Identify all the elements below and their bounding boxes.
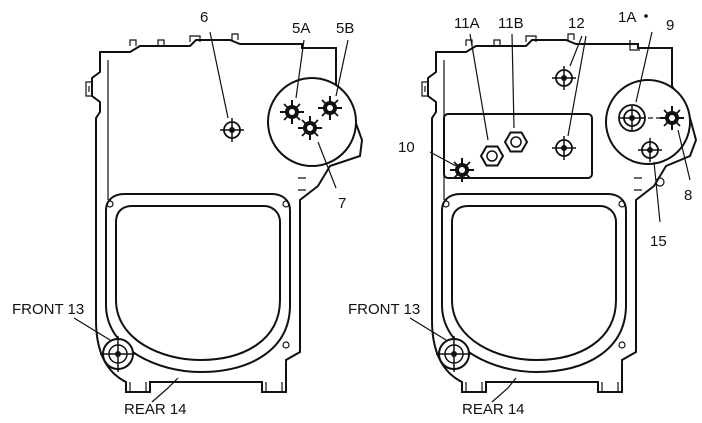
left-housing	[85, 33, 364, 393]
right-housing	[421, 33, 698, 393]
label-1a: 1A	[618, 9, 636, 26]
leader-12	[567, 35, 587, 137]
leader-10	[429, 151, 457, 167]
leader-5a	[295, 39, 305, 99]
label-5b: 5B	[336, 20, 354, 37]
label-7: 7	[338, 195, 346, 212]
dot-marker	[644, 14, 648, 18]
label-10: 10	[398, 139, 415, 156]
right-nut-11b	[504, 131, 528, 153]
leader-rear-right	[491, 377, 517, 403]
label-11b: 11B	[498, 15, 524, 32]
label-9: 9	[666, 17, 674, 34]
right-front-terminal	[435, 335, 473, 373]
label-rear-right: REAR 14	[462, 401, 525, 418]
leader-7	[317, 141, 337, 189]
label-8: 8	[684, 187, 692, 204]
label-front-left: FRONT 13	[12, 301, 84, 318]
leader-11a	[469, 33, 489, 141]
left-bolt-6	[219, 117, 245, 143]
label-front-right: FRONT 13	[348, 301, 420, 318]
leader-front-left	[73, 317, 111, 341]
label-rear-left: REAR 14	[124, 401, 187, 418]
right-nut-11a	[480, 145, 504, 167]
label-15: 15	[650, 233, 667, 250]
leader-front-right	[409, 317, 447, 341]
leader-9	[635, 31, 653, 103]
leader-8	[677, 129, 691, 181]
label-5a: 5A	[292, 20, 310, 37]
leader-15	[653, 161, 661, 223]
label-11a: 11A	[454, 15, 480, 32]
label-6: 6	[200, 9, 208, 26]
right-big-bolt-9	[618, 104, 646, 132]
leader-5b	[335, 39, 349, 97]
leader-rear-left	[151, 377, 179, 403]
label-12: 12	[568, 15, 585, 32]
right-bolt-12-upper	[551, 65, 577, 91]
leader-6	[209, 31, 229, 119]
leader-11b	[511, 33, 515, 129]
left-front-terminal	[99, 335, 137, 373]
